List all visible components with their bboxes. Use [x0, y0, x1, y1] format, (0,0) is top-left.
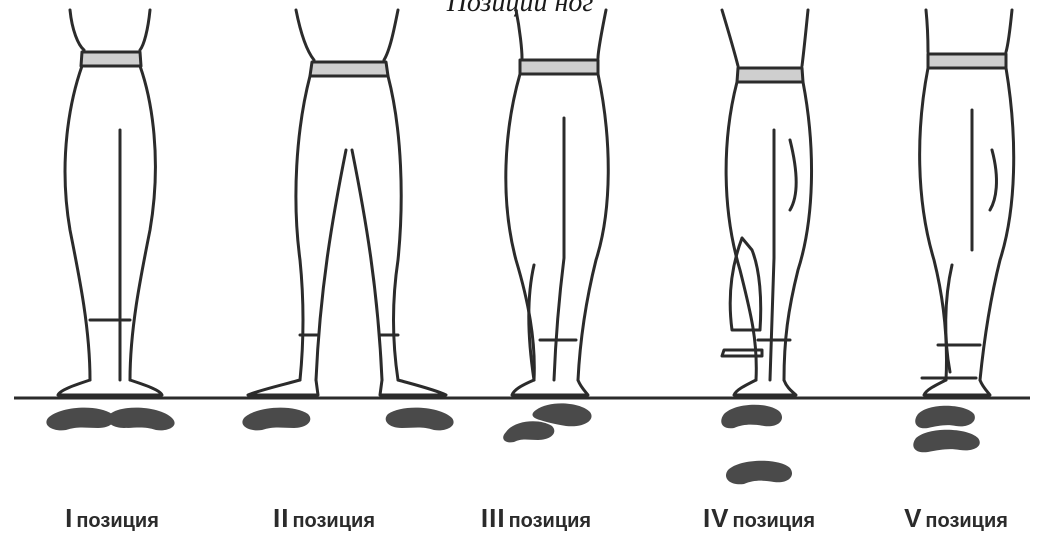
figure-position-4 — [722, 10, 812, 395]
label-position-4: IVпозиция — [703, 506, 815, 533]
figure-position-5 — [920, 10, 1014, 395]
label-position-2: IIпозиция — [273, 506, 375, 533]
label-text: позиция — [292, 510, 375, 532]
footprints-position-5 — [913, 406, 979, 453]
label-numeral: I — [65, 503, 73, 533]
label-text: позиция — [509, 510, 592, 532]
figure-position-1 — [58, 10, 162, 395]
label-numeral: II — [273, 503, 289, 533]
label-position-5: Vпозиция — [904, 506, 1008, 533]
label-text: позиция — [925, 510, 1008, 532]
footprints — [46, 403, 979, 484]
figure-position-3 — [506, 10, 608, 395]
footprints-position-2 — [242, 408, 453, 431]
figure-position-2 — [248, 10, 446, 395]
footprints-position-3 — [503, 403, 591, 442]
footprints-position-1 — [46, 408, 174, 431]
label-position-1: Iпозиция — [65, 506, 159, 533]
label-numeral: IV — [703, 503, 730, 533]
label-position-3: IIIпозиция — [481, 506, 591, 533]
footprints-position-4 — [721, 405, 792, 485]
label-numeral: V — [904, 503, 922, 533]
label-numeral: III — [481, 503, 506, 533]
label-text: позиция — [733, 510, 816, 532]
label-text: позиция — [76, 510, 159, 532]
